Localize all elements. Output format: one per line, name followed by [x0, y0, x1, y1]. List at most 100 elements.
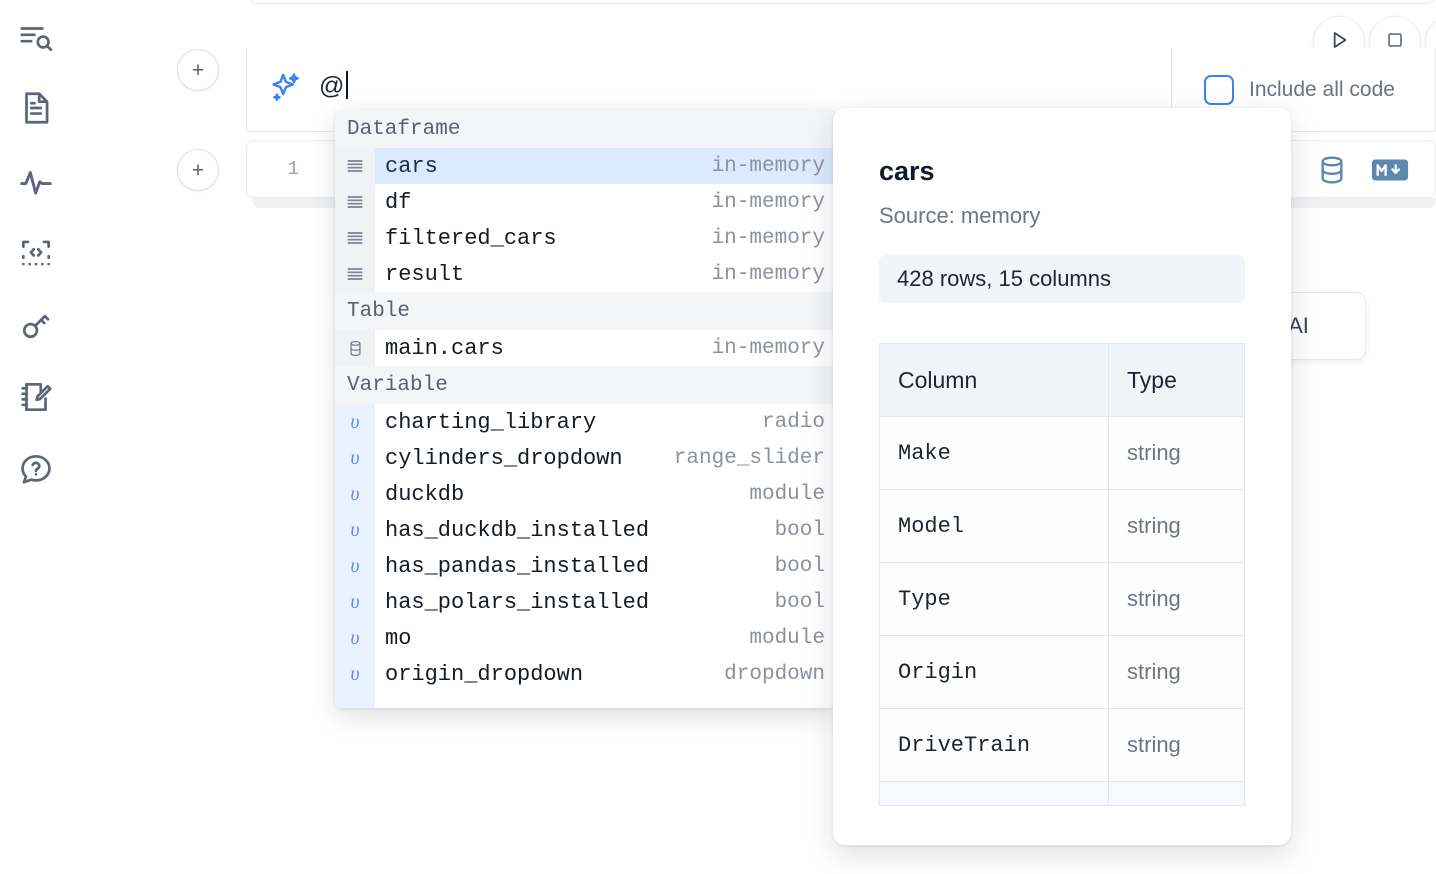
database-icon[interactable]: [1315, 153, 1349, 192]
table-icon: [335, 330, 375, 366]
stop-square-icon: [1382, 27, 1408, 58]
autocomplete-item-kind: in-memory: [711, 336, 825, 360]
table-row-partial: [879, 781, 1245, 806]
markdown-icon[interactable]: [1371, 157, 1409, 188]
autocomplete-item-name: has_polars_installed: [385, 589, 650, 615]
sidebar-item-activity[interactable]: [12, 158, 60, 206]
autocomplete-item-body: result in-memory: [375, 262, 835, 287]
key-icon: [17, 306, 55, 344]
schema-column-type: string: [1108, 562, 1245, 636]
dataframe-icon: [335, 148, 375, 184]
autocomplete-item-kind: radio: [761, 410, 825, 434]
dataframe-icon: [335, 256, 375, 292]
help-chat-icon: [17, 450, 55, 488]
text-caret: [345, 71, 348, 99]
autocomplete-item[interactable]: df in-memory: [335, 184, 835, 220]
autocomplete-item[interactable]: result in-memory: [335, 256, 835, 292]
autocomplete-item-body: main.cars in-memory: [375, 336, 835, 361]
plus-icon: +: [191, 58, 205, 82]
sidebar-item-secrets[interactable]: [12, 301, 60, 349]
variable-icon: υ: [335, 584, 375, 620]
dataframe-icon: [335, 220, 375, 256]
autocomplete-item[interactable]: main.cars in-memory: [335, 330, 835, 366]
schema-column-type: string: [1108, 708, 1245, 782]
sparkles-icon: [269, 70, 303, 104]
autocomplete-item-kind: module: [749, 482, 825, 506]
ai-prompt-input-area[interactable]: @: [247, 48, 1172, 132]
autocomplete-item-kind: bool: [774, 518, 825, 542]
file-document-icon: [17, 89, 55, 127]
variable-icon: υ: [335, 548, 375, 584]
schema-column-name-partial: [879, 781, 1109, 806]
notebook-card-top-edge: [248, 0, 1436, 4]
sidebar-item-scratchpad[interactable]: [12, 373, 60, 421]
detail-title: cars: [879, 156, 935, 186]
autocomplete-item-name: mo: [385, 625, 412, 651]
include-all-code-row[interactable]: Include all code: [1172, 48, 1436, 132]
table-header-row: Column Type: [879, 343, 1245, 417]
variable-icon: [335, 683, 375, 708]
autocomplete-item-name: result: [385, 261, 465, 287]
detail-source: Source: memory: [879, 203, 1041, 228]
schema-column-name: DriveTrain: [879, 708, 1109, 782]
scratchpad-icon: [17, 378, 55, 416]
autocomplete-item-name: origin_dropdown: [385, 661, 584, 687]
left-icon-rail: [0, 0, 72, 874]
sidebar-item-notebook-file[interactable]: [12, 84, 60, 132]
variable-icon: υ: [335, 512, 375, 548]
autocomplete-item-name: df: [385, 189, 412, 215]
autocomplete-item-kind: in-memory: [711, 262, 825, 286]
autocomplete-item-kind: in-memory: [711, 190, 825, 214]
autocomplete-item-name: filtered_cars: [385, 225, 557, 251]
add-cell-button-bottom[interactable]: +: [177, 149, 219, 191]
schema-column-name: Type: [879, 562, 1109, 636]
code-snippet-icon: [17, 234, 55, 272]
search-outline-icon: [17, 19, 55, 57]
autocomplete-item-name: main.cars: [385, 335, 504, 361]
sidebar-item-help[interactable]: [12, 445, 60, 493]
schema-column-name: Origin: [879, 635, 1109, 709]
schema-column-name: Make: [879, 416, 1109, 490]
include-all-code-checkbox[interactable]: [1204, 75, 1234, 105]
dataframe-icon: [335, 184, 375, 220]
sidebar-item-snippets[interactable]: [12, 229, 60, 277]
autocomplete-item-kind: in-memory: [711, 154, 825, 178]
detail-shape-badge: 428 rows, 15 columns: [879, 255, 1245, 303]
add-cell-button-top[interactable]: +: [177, 49, 219, 91]
autocomplete-item-body: charting_library radio: [375, 410, 835, 435]
variable-icon: υ: [335, 476, 375, 512]
include-all-code-label: Include all code: [1249, 78, 1395, 101]
variable-icon: υ: [335, 620, 375, 656]
autocomplete-item-body: df in-memory: [375, 190, 835, 215]
ai-prompt-text: @: [319, 71, 348, 101]
ai-prompt-value: @: [319, 72, 345, 100]
autocomplete-item-partial[interactable]: [335, 683, 835, 708]
cell-toolbar: [1315, 153, 1409, 192]
autocomplete-item-name: charting_library: [385, 409, 597, 435]
sidebar-item-search-outline[interactable]: [12, 14, 60, 62]
